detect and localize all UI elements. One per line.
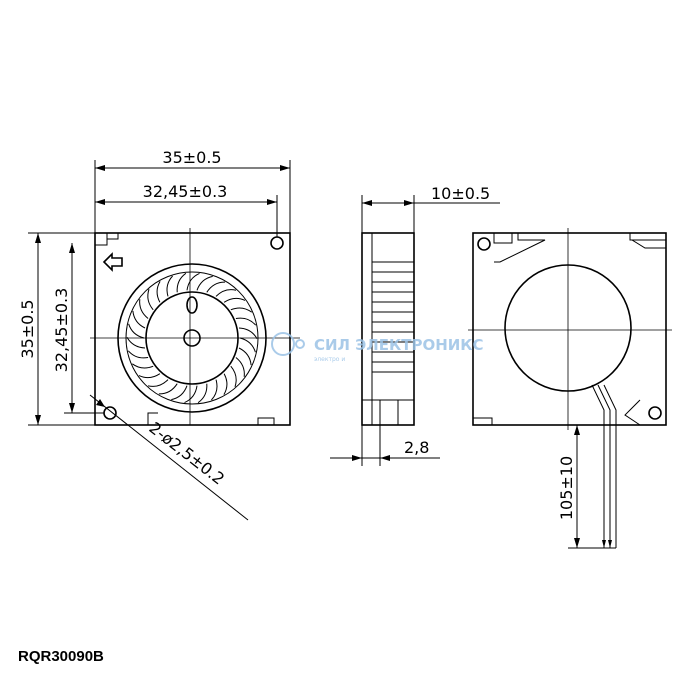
- side-frame: [361, 232, 415, 426]
- impeller-blade: [235, 357, 245, 377]
- top-left-notch: [95, 233, 119, 246]
- impeller-blades: [126, 272, 258, 404]
- lead-length-label: 105±10: [557, 456, 576, 520]
- model-number: RQR30090B: [18, 648, 104, 665]
- impeller-blade: [171, 385, 188, 401]
- back-top-right-notch: [629, 233, 666, 249]
- impeller-blade: [223, 297, 246, 303]
- watermark: СИЛ ЭЛЕКТРОНИКС электро и: [271, 332, 484, 363]
- impeller-blade: [238, 327, 258, 339]
- impeller-blade: [156, 281, 161, 303]
- mount-hole-top-right: [270, 236, 284, 250]
- side-fins: [372, 261, 414, 373]
- height-outer-label: 35±0.5: [18, 299, 37, 358]
- impeller-blade: [211, 379, 218, 401]
- width-holes-label: 32,45±0.3: [143, 182, 228, 201]
- arrow-left-outline-icon: [102, 252, 123, 272]
- impeller-blade: [138, 373, 161, 379]
- side-bottom-step: [362, 399, 414, 425]
- impeller-blade: [184, 385, 198, 404]
- impeller-blade: [126, 337, 146, 349]
- front-view: [90, 228, 300, 426]
- step-label: 2,8: [404, 438, 429, 457]
- hub-slot: [186, 296, 198, 314]
- impeller-blade: [128, 323, 145, 339]
- dim-holes: 2-ø2,5±0.2: [89, 394, 249, 521]
- front-frame: [94, 232, 291, 426]
- impeller-blade: [127, 350, 149, 359]
- impeller-blade: [197, 383, 208, 404]
- impeller-blade: [215, 289, 237, 297]
- side-view: 10±0.5 2,8: [330, 184, 500, 466]
- bottom-left-notch: [147, 412, 158, 425]
- impeller-blade: [239, 337, 256, 353]
- impeller-blade: [132, 310, 146, 329]
- back-bottom-right-notch: [624, 399, 641, 426]
- impeller-blade: [147, 289, 154, 311]
- impeller-blade: [186, 272, 200, 291]
- impeller-blade: [132, 363, 154, 369]
- watermark-subtext: электро и: [314, 356, 345, 363]
- dim-height: 35±0.5 32,45±0.3: [18, 232, 104, 426]
- impeller-blade: [166, 275, 173, 297]
- back-bottom-notch: [473, 417, 493, 425]
- back-view: 105±10: [468, 228, 672, 549]
- impeller-blade: [206, 281, 226, 293]
- impeller-blade: [230, 365, 237, 387]
- back-hole-bottom-right: [648, 406, 662, 420]
- back-top-left-notch: [493, 233, 546, 263]
- lead-wires: [591, 384, 617, 548]
- impeller-blade: [139, 299, 149, 319]
- impeller-blade: [147, 379, 169, 387]
- mount-hole-bottom-left: [103, 406, 117, 420]
- impeller-blade: [158, 383, 178, 395]
- watermark-text: СИЛ ЭЛЕКТРОНИКС: [314, 336, 484, 354]
- impeller-blade: [230, 307, 252, 313]
- bottom-right-notch: [257, 417, 275, 425]
- holes-label: 2-ø2,5±0.2: [146, 418, 229, 488]
- impeller-blade: [176, 272, 187, 293]
- thickness-label: 10±0.5: [431, 184, 490, 203]
- impeller-blade: [238, 347, 252, 366]
- height-holes-label: 32,45±0.3: [52, 288, 71, 373]
- impeller-blade: [235, 317, 257, 326]
- dim-width: 35±0.5 32,45±0.3: [94, 148, 291, 237]
- back-frame: [472, 232, 667, 426]
- back-hole-top-left: [477, 237, 491, 251]
- impeller-blade: [196, 275, 213, 291]
- width-outer-label: 35±0.5: [162, 148, 221, 167]
- watermark-logo-icon: [271, 332, 295, 356]
- impeller-blade: [223, 373, 228, 395]
